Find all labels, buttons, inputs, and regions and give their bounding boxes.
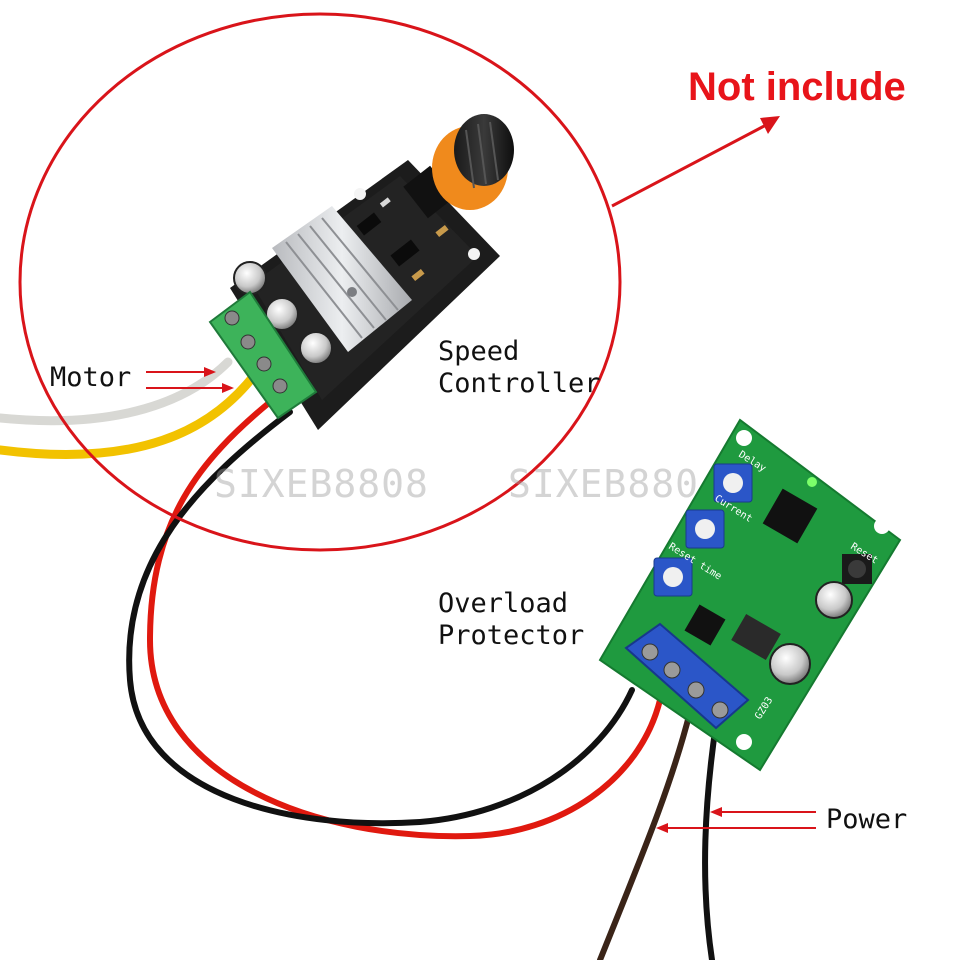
exclusion-circle — [18, 12, 622, 552]
trimmer-pots — [653, 463, 753, 597]
wires — [0, 357, 719, 960]
not-include-arrowhead — [760, 116, 780, 134]
speed-controller-board — [208, 114, 514, 430]
speed-controller-label-line1: Speed — [438, 336, 520, 367]
heatsink — [272, 206, 412, 352]
speed-knob — [403, 114, 514, 219]
wire-white — [0, 357, 233, 426]
wire-red-link — [146, 399, 663, 840]
terminal-block-blue — [624, 622, 750, 730]
power-arrowhead-2 — [656, 823, 668, 833]
speed-controller-label-line2: Controller — [438, 368, 601, 399]
wire-yellow — [0, 373, 257, 460]
overload-protector-label-line1: Overload — [438, 588, 569, 619]
motor-label: Motor — [50, 362, 132, 393]
wire-power-brown — [597, 709, 693, 960]
overload-protector-board — [598, 418, 902, 772]
power-label: Power — [826, 804, 908, 835]
not-include-label: Not include — [688, 65, 906, 109]
watermark-2: SIXEB880 — [508, 462, 700, 506]
motor-arrowhead-1 — [204, 367, 216, 377]
overload-protector-label-line2: Protector — [438, 620, 585, 651]
wire-power-black — [702, 721, 719, 960]
terminal-block-green — [208, 290, 318, 420]
wire-black-link — [126, 409, 635, 827]
watermark-1: SIXEB8808 — [214, 462, 429, 506]
power-arrowhead-1 — [710, 807, 722, 817]
motor-arrowhead-2 — [222, 383, 234, 393]
not-include-arrow — [611, 122, 769, 208]
capacitors — [233, 261, 333, 365]
annotations — [146, 116, 816, 833]
